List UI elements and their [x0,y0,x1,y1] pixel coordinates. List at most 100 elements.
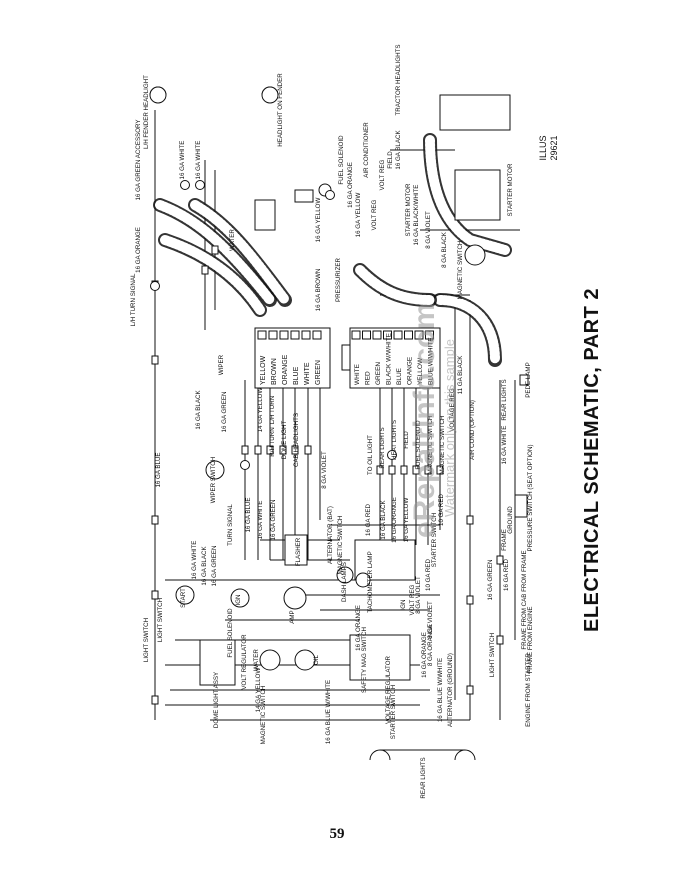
wire-label: L/H FENDER HEADLIGHT [143,75,150,149]
wire-label: GROUND [507,506,514,534]
wire-label: 16 GA BLACK/WHITE [413,185,420,246]
connector-pin [351,330,361,340]
wire-label: FLASHER [295,537,302,566]
inline-connector [201,265,209,275]
connector-pin [393,330,403,340]
inline-connector [412,465,420,475]
connector-pin [404,330,413,340]
wire-label: 16 GA ORANGE [391,497,398,543]
wire-label: 8 GA VIOLET [427,601,434,639]
wire-label: 16 GA GREEN [270,500,277,541]
wire-label: 16 GA ORANGE [421,632,428,678]
connector-pin-label: BLACK W/WHITE [386,332,393,385]
wire-label: 16 GA GREEN [487,560,494,601]
wire-label: 16 GA ORANGE [135,227,142,273]
wire-label: LIGHT SWITCH [489,633,496,677]
wire-label: 16 GA GREEN ACCESSORY [135,119,142,200]
wire-label: MAGNETIC SWITCH [427,416,434,475]
rear-light [454,749,476,761]
magnetic-switch-body [464,244,486,266]
wire-label: HEADLIGHT ON FENDER [277,73,284,147]
wire-label: START [180,588,187,608]
wire-label: REAR LIGHTS [420,757,427,798]
wire-label: FIELD [387,151,394,169]
inline-connector [151,355,159,365]
wire-label: 8 GA VIOLET [425,211,432,249]
wire-label: VOLT REG [371,199,378,230]
harness-bundle-hatch [435,295,500,365]
dash-lamp [336,566,354,584]
harness-bundle-hatch [425,135,510,255]
wire-label: 16 GA YELLOW [355,193,362,238]
rh-terminal [341,344,351,371]
wire-label: 16 GA BLUE [155,452,162,487]
wire-label: VOLT REG [379,159,386,190]
tach-lamp [355,572,371,588]
wire-label: FUEL SOLENOID [415,420,422,470]
wire-label: TURN SIGNAL [227,504,234,546]
connector-pin-label: YELLOW [417,357,424,385]
lamp-arc [149,86,167,96]
inline-connector [211,245,219,255]
wire-label: MAGNETIC SWITCH [439,416,446,475]
wire-label: WIPER [218,354,225,375]
inline-connector [241,445,249,455]
wire-label: DASH LAMPS [341,562,348,602]
wire-label: VOLTAGE REGULATOR [385,655,392,723]
wire-label: TRACTOR HEADLIGHTS [395,44,402,115]
wire-label: REAR LIGHTS [501,379,508,420]
wire-label: 16 GA BROWN [315,269,322,312]
pressure-switch [514,494,528,518]
wire-label: AMP [289,610,296,623]
wire-label: 16 GA WHITE [257,501,264,540]
wire-label: 16 GA YELLOW [403,498,410,543]
oil-gauge [294,649,316,671]
wire-label: 16 GA RED [365,503,372,536]
water-gauge [259,649,281,671]
wire-label: 8 GA VIOLET [321,451,328,489]
wire-label: STARTER MOTOR [405,183,412,236]
wire-label: FRAME FROM ENGINE [527,606,534,673]
wire-label: HEAT LIGHTS [391,420,398,460]
wire-label: 16 GA WHITE [195,141,202,180]
wire-label: ALTERNATOR (BAT) [327,506,334,564]
inline-connector [436,465,444,475]
inline-connector [304,445,312,455]
connector-pin [257,330,267,340]
wire-label: MAGNETIC SWITCH [260,686,267,745]
wire-label: VOLTAGE REG [449,388,456,432]
wire-label: 16 GA BLUE W/WHITE [325,680,332,744]
connector-pin-label: YELLOW [260,355,267,385]
wire-label: 8 GA ORANGE [427,624,434,666]
inline-connector [151,590,159,600]
inline-connector [266,445,274,455]
wire-label: IGN [235,594,242,605]
inline-connector [376,465,384,475]
connector-pin [279,330,289,340]
wire-label: 14 GA YELLOW [257,388,264,433]
illustration-number: ILLUS 29621 [538,113,564,183]
wire-label: 16 GA GREEN [221,392,228,433]
inline-connector [466,595,474,605]
wire-label: LIGHT SWITCH [143,618,150,662]
wire-label: L/H TURN [269,396,276,424]
connector-pin-label: ORANGE [282,354,289,385]
wire-label: R/H TURN [269,427,276,456]
inline-connector [151,695,159,705]
connector-pin-label: ORANGE [407,356,414,385]
wire-label: 16 GA YELLOW [315,198,322,243]
inline-connector [151,515,159,525]
wire-label: SAFETY MAG SWITCH [361,627,368,693]
wire-label: 11 GA BLACK [457,355,464,395]
wire-label: 16 GA BLACK [395,130,402,170]
safety-mag-switch-box [349,634,411,681]
wire-label: 16 GA ORANGE [355,605,362,651]
wire-label: OIL [313,654,320,665]
wire-label: VOLT REGULATOR [241,634,248,690]
circuit-marker [180,180,190,190]
connector-pin-label: RED [365,371,372,385]
wire-label: ENGINE FROM STARTER [525,653,532,727]
connector-pin-label: GREEN [315,360,322,385]
wire-label: DOME LIGHT ASSY [213,672,220,728]
ign-switch [230,588,250,608]
